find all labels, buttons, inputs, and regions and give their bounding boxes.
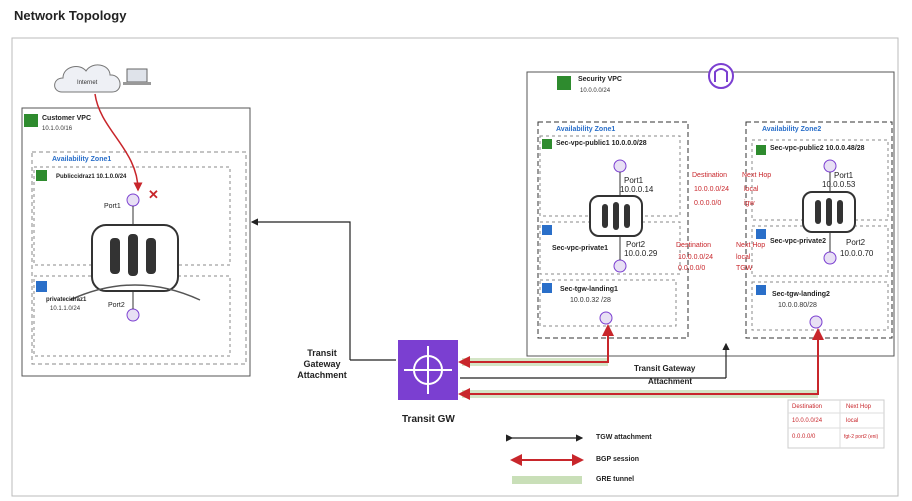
rt-private-h1: Destination — [676, 242, 712, 249]
customer-private-cidr: 10.1.1.0/24 — [50, 306, 81, 312]
legend-tgw: TGW attachment — [596, 434, 652, 441]
rt-tgw-r2c2: fgt-2 port2 (eni) — [844, 434, 879, 440]
customer-port2-label: Port2 — [108, 302, 125, 309]
rt-public-r1c1: 10.0.0.0/24 — [694, 186, 730, 193]
laptop-icon — [126, 68, 148, 83]
internet-label: Internet — [77, 80, 98, 86]
rt-tgw-r1c2: local — [846, 418, 859, 424]
rt-tgw-h1: Destination — [792, 404, 823, 410]
tga-left-label: Transit Gateway Attachment — [297, 348, 347, 380]
security-vpc-icon — [557, 76, 571, 90]
security-vpc-cidr: 10.0.0.0/24 — [580, 88, 611, 94]
rt-private-r2c2: TGW — [736, 265, 753, 272]
customer-private-subnet-label: privatecidraz1 — [46, 297, 87, 303]
sec-fw2-port1-label: Port1 — [834, 171, 854, 180]
legend-bgp: BGP session — [596, 456, 640, 463]
rt-tgw-r2c1: 0.0.0.0/0 — [792, 434, 816, 440]
rt-private-r1c2: local — [736, 254, 751, 261]
customer-vpc-icon — [24, 114, 38, 127]
gwlb-icon — [708, 63, 734, 89]
rt-public-h2: Next Hop — [742, 172, 772, 179]
tgw-route-table — [787, 399, 885, 449]
rt-public-h1: Destination — [692, 172, 728, 179]
sec-fw2-port2-ip: 10.0.0.70 — [840, 249, 874, 258]
sec-fw2-port2-icon — [823, 251, 837, 265]
internet-cloud-icon — [54, 64, 121, 93]
page-title: Network Topology — [14, 8, 127, 23]
customer-port2-icon — [126, 308, 140, 322]
rt-private-h2: Next Hop — [736, 242, 766, 249]
customer-vpc-name: Customer VPC — [42, 115, 92, 122]
sec-fw1-port2-label: Port2 — [626, 240, 646, 249]
sec-priv2-label: Sec-vpc-private2 — [770, 238, 827, 245]
customer-port1-icon — [126, 193, 140, 207]
sec-fw1-port1-label: Port1 — [624, 176, 644, 185]
rt-public-r2c1: 0.0.0.0/0 — [694, 200, 722, 207]
sec-tgw1-label: Sec-tgw-landing1 — [560, 286, 618, 293]
customer-az-box — [31, 151, 247, 365]
rt-tgw-h2: Next Hop — [846, 404, 872, 410]
sec-fw1-port1-ip: 10.0.0.14 — [620, 185, 654, 194]
sec-az2-label: Availability Zone2 — [762, 126, 822, 133]
outer-frame — [11, 37, 899, 497]
sec-az1-label: Availability Zone1 — [556, 126, 616, 133]
customer-vpc-cidr: 10.1.0.0/16 — [42, 126, 73, 132]
legend-gre: GRE tunnel — [596, 476, 635, 483]
rt-private-r1c1: 10.0.0.0/24 — [678, 254, 714, 261]
sec-tgw2-label: Sec-tgw-landing2 — [772, 291, 830, 298]
sec-priv1-label: Sec-vpc-private1 — [552, 245, 609, 252]
sec-tgw2-cidr: 10.0.0.80/28 — [778, 302, 817, 309]
sec-fw2-port1-ip: 10.0.0.53 — [822, 180, 856, 189]
sec-tgw2-eni-icon — [809, 315, 823, 329]
customer-port1-label: Port1 — [104, 203, 121, 210]
sec-tgw1-eni-icon — [599, 311, 613, 325]
private-subnet-lock-icon — [36, 281, 47, 292]
tga-right-line1: Transit Gateway — [634, 364, 696, 373]
public-subnet-lock-icon — [36, 170, 47, 181]
sec-fw1-port2-icon — [613, 259, 627, 273]
transit-gw-label: Transit GW — [402, 414, 455, 425]
rt-tgw-r1c1: 10.0.0.0/24 — [792, 418, 823, 424]
customer-az-label: Availability Zone1 — [52, 156, 112, 163]
sec-pub2-label: Sec-vpc-public2 10.0.0.48/28 — [770, 145, 865, 152]
sec-tgw1-subnet — [539, 279, 677, 327]
rt-public-r2c2: igw — [744, 200, 755, 207]
sec-pub1-label: Sec-vpc-public1 10.0.0.0/28 — [556, 140, 647, 147]
customer-public-subnet-label: Publiccidraz1 10.1.0.0/24 — [56, 174, 127, 180]
svg-text:✕: ✕ — [148, 187, 159, 202]
sec-tgw1-cidr: 10.0.0.32 /28 — [570, 297, 611, 304]
rt-public-r1c2: local — [744, 186, 759, 193]
sec-fw1-port1-icon — [613, 159, 627, 173]
tga-right-line2: Attachment — [648, 377, 693, 386]
customer-vpc-box — [21, 107, 251, 377]
sec-fw1-port2-ip: 10.0.0.29 — [624, 249, 658, 258]
security-vpc-name: Security VPC — [578, 76, 622, 83]
sec-fw2-port2-label: Port2 — [846, 238, 866, 247]
rt-private-r2c1: 0.0.0.0/0 — [678, 265, 706, 272]
